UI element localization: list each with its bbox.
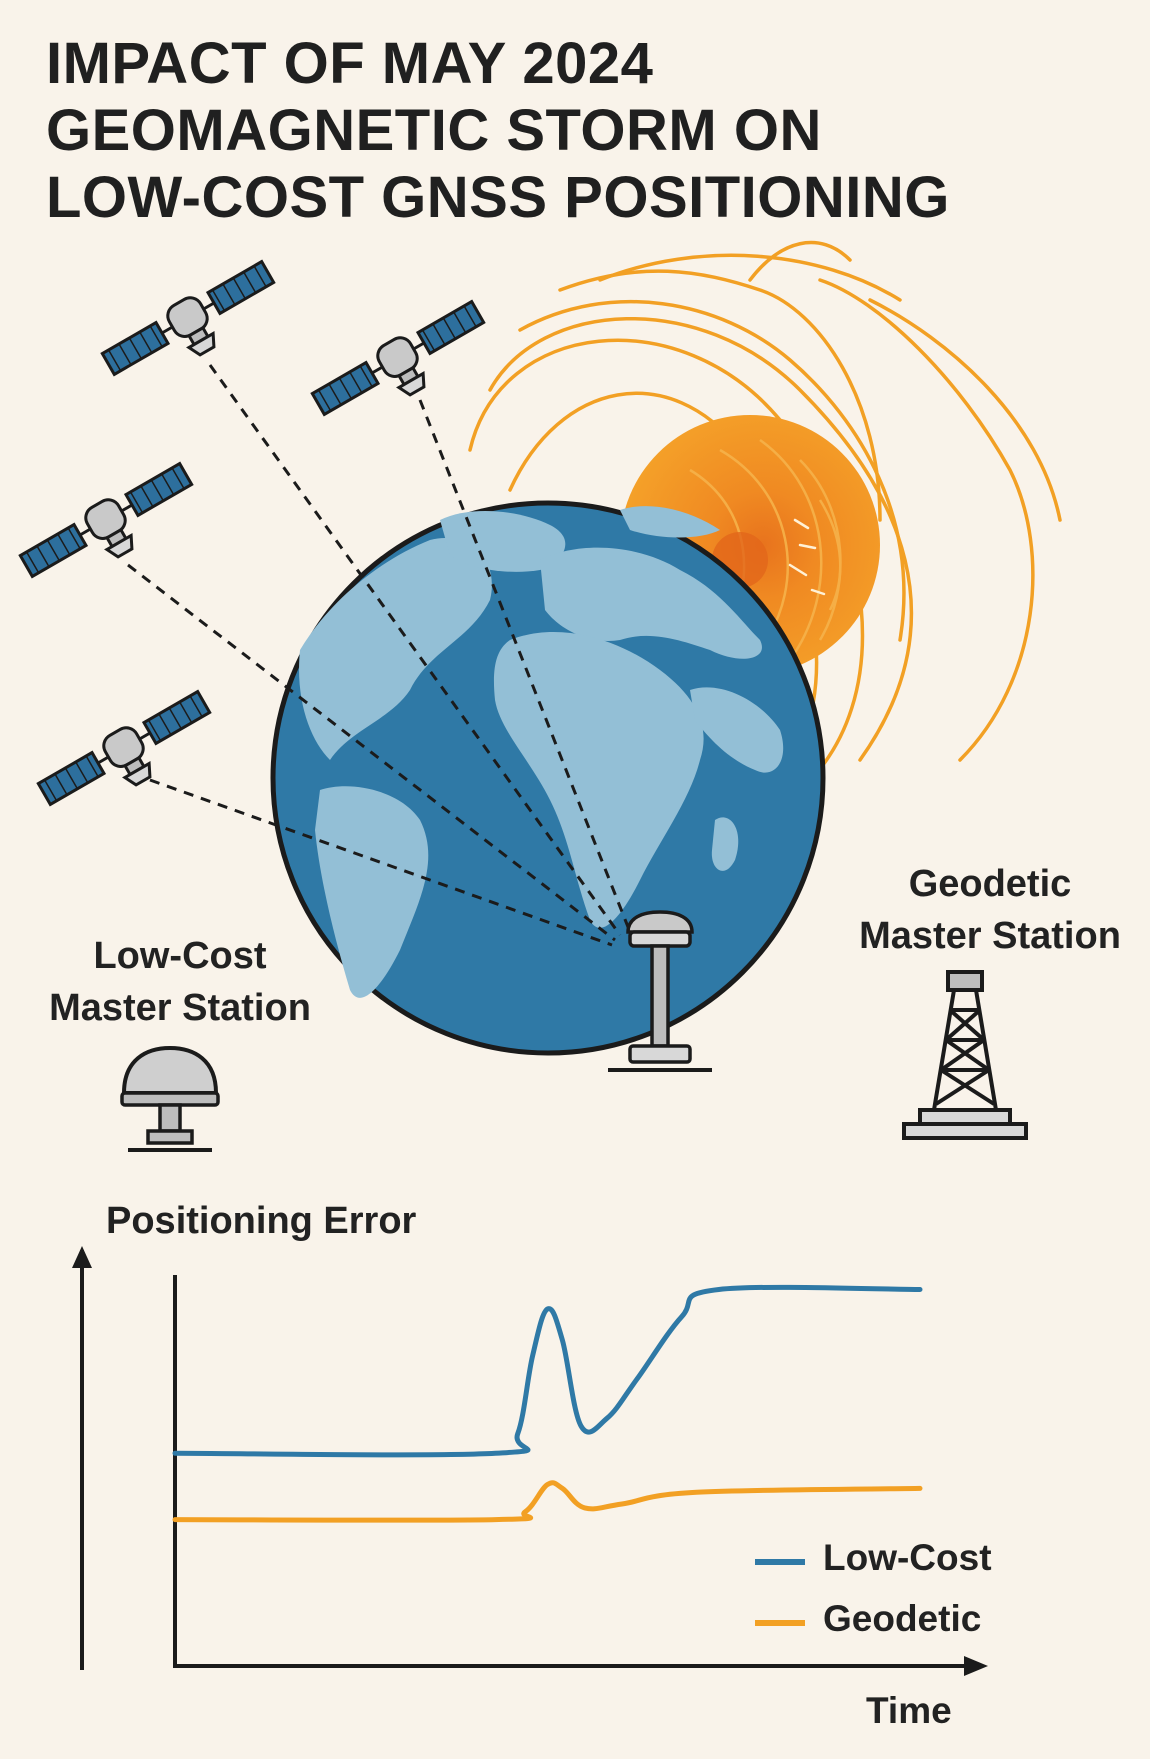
- chart-legend: [755, 1559, 805, 1626]
- chart-axes: [72, 1246, 988, 1676]
- low-cost-label-line-1: Low-Cost: [93, 935, 267, 977]
- y-axis-arrowhead: [72, 1246, 92, 1268]
- x-axis-label: Time: [866, 1690, 952, 1731]
- series-line-low-cost: [172, 1284, 923, 1458]
- satellite-icon: [97, 254, 289, 399]
- title-line-2: GEOMAGNETIC STORM ON: [46, 98, 822, 163]
- geodetic-label-line-1: Geodetic: [908, 863, 1072, 905]
- page-title: IMPACT OF MAY 2024 GEOMAGNETIC STORM ON …: [46, 30, 1106, 231]
- positioning-error-chart: [72, 1246, 988, 1676]
- globe-icon: [270, 500, 826, 1056]
- sun-icon: [468, 240, 1062, 792]
- geodetic-station-label: Geodetic Master Station: [840, 858, 1140, 962]
- geodetic-label-line-2: Master Station: [859, 915, 1121, 957]
- satellite-icon: [15, 456, 207, 601]
- satellite-icon: [33, 684, 225, 829]
- signal-paths: [127, 364, 632, 947]
- low-cost-station-label: Low-Cost Master Station: [30, 930, 330, 1034]
- legend-label-low-cost: Low-Cost: [823, 1537, 992, 1578]
- satellite-icon: [307, 294, 499, 439]
- tower-icon: [902, 970, 1028, 1140]
- title-line-1: IMPACT OF MAY 2024: [46, 31, 654, 96]
- low-cost-station-icon: [120, 1045, 220, 1152]
- title-line-3: LOW-COST GNSS POSITIONING: [46, 165, 950, 230]
- antenna-icon: [608, 910, 712, 1072]
- low-cost-label-line-2: Master Station: [49, 987, 311, 1029]
- series-line-geodetic: [172, 1480, 923, 1523]
- chart-title: Positioning Error: [106, 1200, 417, 1242]
- illustration: [15, 240, 1062, 1152]
- legend-label-geodetic: Geodetic: [823, 1598, 982, 1639]
- x-axis-arrowhead: [964, 1656, 988, 1676]
- chart-series: [172, 1284, 923, 1523]
